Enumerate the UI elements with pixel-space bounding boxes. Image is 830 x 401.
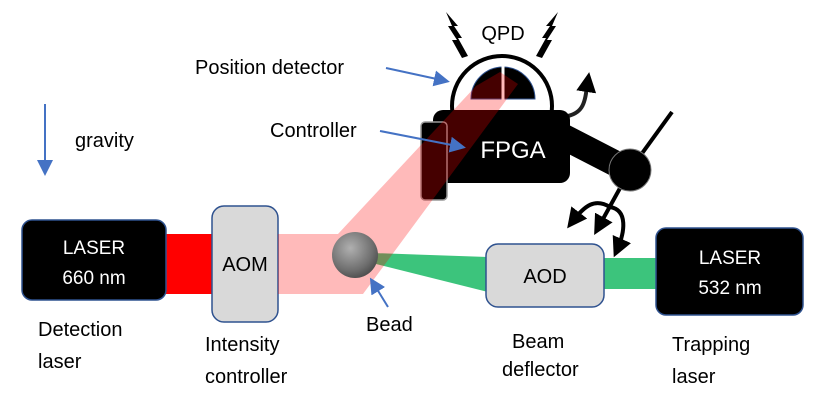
laser-532-label: LASER (699, 248, 761, 269)
detection-laser-label-1: Detection (38, 319, 123, 341)
bead (332, 232, 378, 278)
bead-label: Bead (366, 314, 413, 336)
signal-bolt-right-icon (536, 12, 558, 58)
trap-beam-green-right (602, 258, 658, 289)
pivot-ball (608, 148, 652, 192)
laser-660-box: LASER 660 nm (21, 219, 167, 301)
gravity-label: gravity (75, 130, 134, 152)
aom-label: AOM (222, 254, 268, 276)
laser-660-wavelength: 660 nm (62, 268, 125, 289)
position-detector-arrow-icon (385, 67, 450, 87)
signal-bolt-left-icon (446, 12, 468, 58)
deflect-arrow-left-icon (567, 201, 612, 229)
fpga-box: FPGA (420, 110, 570, 201)
qpd-label: QPD (481, 23, 524, 45)
detection-beam-red (164, 234, 214, 294)
trapping-laser-label-2: laser (672, 366, 716, 388)
laser-532-box: LASER 532 nm (655, 227, 804, 316)
trap-beam-green (372, 253, 488, 292)
aod-label: AOD (523, 266, 566, 288)
controller-label: Controller (270, 120, 357, 142)
laser-532-wavelength: 532 nm (698, 278, 761, 299)
intensity-controller-label-2: controller (205, 366, 288, 388)
detection-laser-label-2: laser (38, 351, 82, 373)
aod-box: AOD (485, 243, 605, 308)
laser-660-label: LASER (63, 238, 125, 259)
position-detector-label: Position detector (195, 57, 344, 79)
deflect-arrow-right-icon (609, 205, 632, 258)
trapping-laser-label-1: Trapping (672, 334, 750, 356)
fpga-label: FPGA (480, 137, 545, 164)
fpga-output-arrow-icon (567, 72, 597, 118)
beam-deflector-label-2: deflector (502, 359, 579, 381)
intensity-controller-label-1: Intensity (205, 334, 279, 356)
beam-deflector-label-1: Beam (512, 331, 564, 353)
detection-beam-pink (278, 72, 518, 294)
controller-arrow-icon (379, 130, 466, 153)
bead-arrow-icon (369, 277, 389, 308)
aom-box: AOM (211, 205, 279, 323)
controller-tab (420, 121, 448, 201)
